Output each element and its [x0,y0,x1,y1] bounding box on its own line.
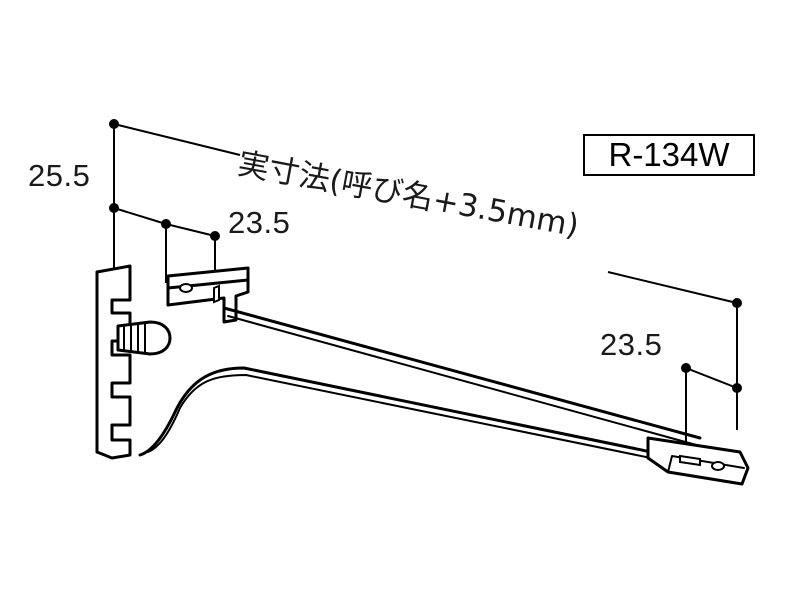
dimension-label-right: 23.5 [600,327,663,362]
plate-holes [179,283,725,471]
top-plate-front-edge [166,278,250,307]
arm-gusset-curve-inner [147,374,691,467]
leader-line-right-lower [685,367,738,389]
leader-line-mid-a [113,207,167,225]
top-plate-slot-hole [213,284,220,304]
product-code-box: R-134W [583,134,755,176]
top-plate-round-hole [179,283,193,293]
dimension-dots [109,119,742,393]
right-plate-slot-hole [679,454,701,467]
leader-line-mid-b [165,223,216,237]
right-plate-round-hole [711,461,725,471]
product-code-label: R-134W [608,136,730,173]
dimension-label-top: 23.5 [228,205,291,240]
arm-gusset-curve [138,366,702,464]
dot-right-upper [732,298,742,308]
dot-top-left-upper [109,119,119,129]
dot-right-lower [732,383,742,393]
mounting-spine-hooks [95,264,132,460]
dimension-label-left: 25.5 [28,158,91,193]
dimension-lines [113,123,738,452]
bracket-body [95,264,750,486]
dot-top-left-lower [109,203,119,213]
leader-line-right [607,271,738,304]
dot-mid-left [161,219,171,229]
dot-right-inner-lower [681,363,691,373]
set-screw-threads [123,322,146,354]
dot-mid-right [210,231,220,241]
bracket-arm-outline [97,268,745,478]
leader-line-top [113,123,241,156]
arm-top-edge-inner [227,315,701,447]
arm-top-edge [222,306,702,440]
